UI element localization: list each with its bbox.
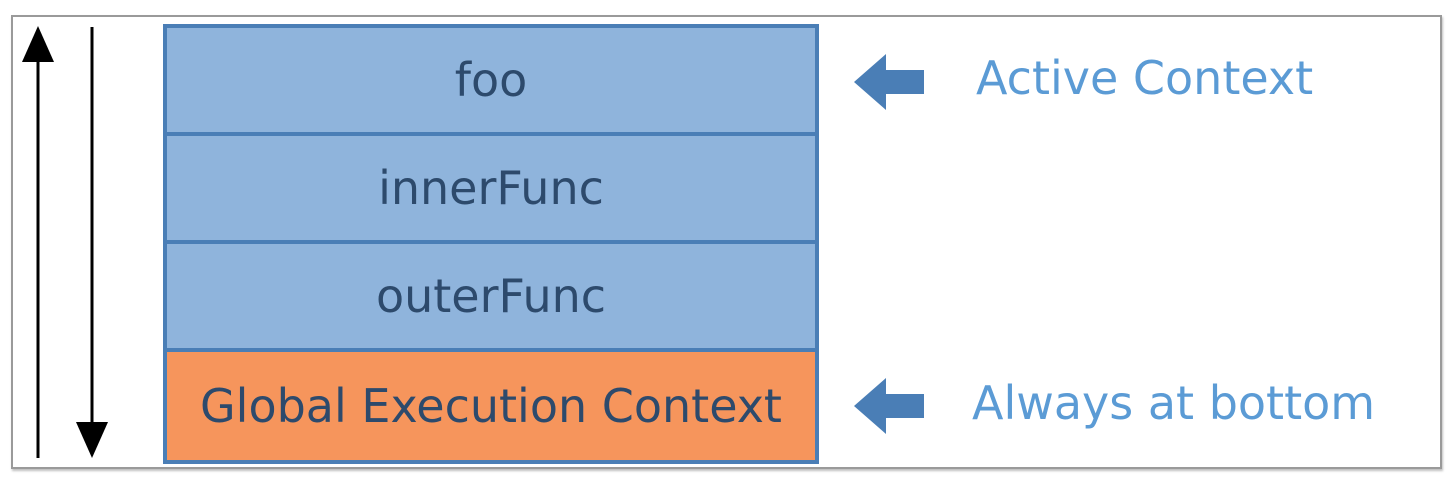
stack-frame-label: foo: [454, 53, 528, 107]
stack-frame-label: Global Execution Context: [200, 379, 782, 433]
stack-frame-label: outerFunc: [375, 269, 607, 323]
active-context-label: Active Context: [976, 51, 1314, 105]
left-pointer-arrow-icon: [854, 378, 924, 434]
stack-frame-foo: foo: [163, 24, 819, 136]
stack-frame-global: Global Execution Context: [163, 348, 819, 464]
call-stack: foo innerFunc outerFunc Global Execution…: [163, 24, 819, 464]
left-pointer-arrow-icon: [854, 54, 924, 110]
down-arrow-icon: [76, 27, 108, 458]
always-at-bottom-label: Always at bottom: [972, 376, 1376, 430]
up-arrow-icon: [22, 26, 54, 458]
stack-frame-outerfunc: outerFunc: [163, 240, 819, 352]
stack-frame-label: innerFunc: [378, 161, 604, 215]
stack-frame-innerfunc: innerFunc: [163, 132, 819, 244]
